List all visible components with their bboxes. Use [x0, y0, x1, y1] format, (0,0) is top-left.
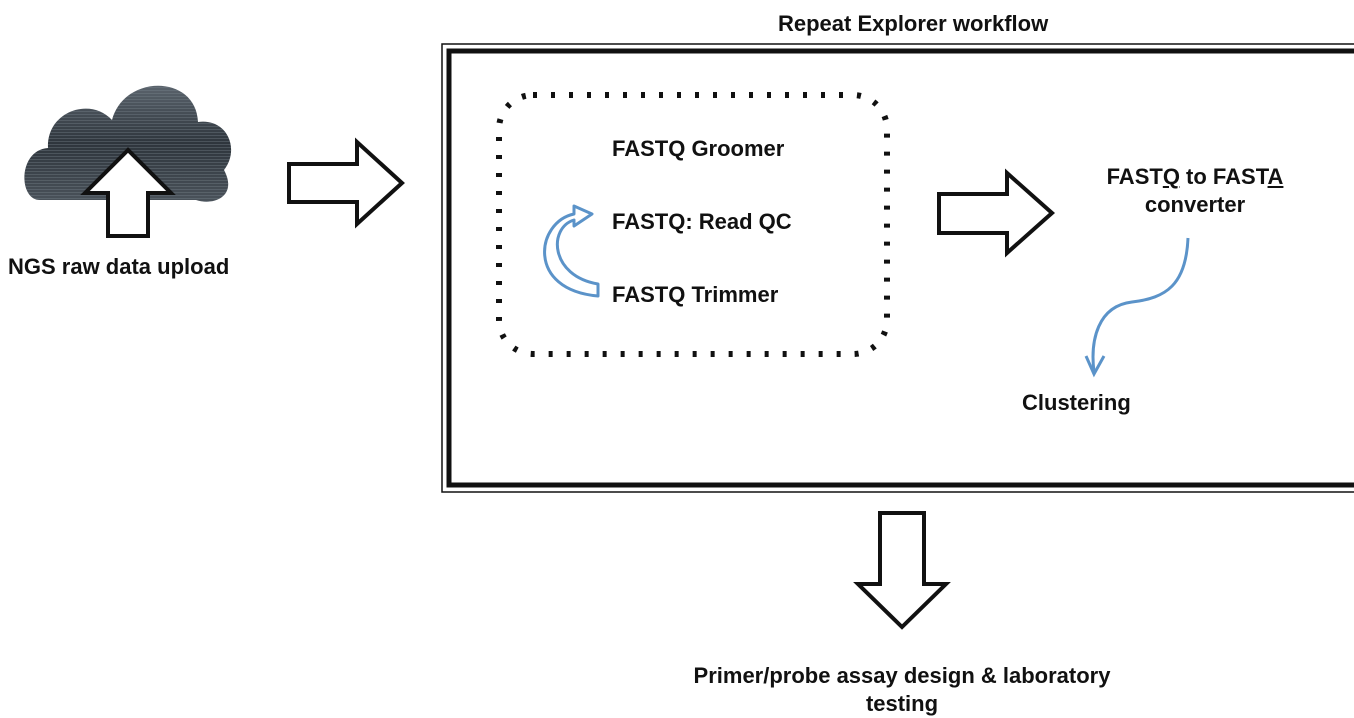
final-step-line1: Primer/probe assay design & laboratory [693, 663, 1111, 688]
curve-arrow-icon [1084, 237, 1190, 378]
converter-underline-q: Q [1162, 164, 1180, 189]
arrow-right-icon [287, 137, 405, 229]
qc-step-trimmer: FASTQ Trimmer [612, 282, 779, 307]
final-step-line2: testing [865, 691, 939, 716]
converter-line2: converter [1144, 192, 1246, 217]
converter-underline-a: A [1267, 164, 1284, 189]
arrow-right-icon [937, 168, 1056, 258]
qc-step-groomer: FASTQ Groomer [612, 136, 785, 161]
workflow-title: Repeat Explorer workflow [778, 11, 1049, 36]
qc-step-read-qc: FASTQ: Read QC [612, 209, 792, 234]
curved-arrow-icon [543, 204, 600, 298]
workflow-box-outer [441, 43, 1354, 493]
final-step-label: Primer/probe assay design & laboratory t… [600, 662, 1204, 718]
cloud-upload-icon [24, 85, 232, 238]
upload-label: NGS raw data upload [8, 254, 230, 279]
converter-part: to FAST [1179, 164, 1268, 189]
qc-group-border [496, 92, 890, 357]
converter-part: FAST [1106, 164, 1163, 189]
converter-label: FASTQ to FASTA converter [1080, 163, 1310, 219]
workflow-box-inner [446, 48, 1354, 488]
arrow-down-icon [853, 511, 951, 630]
clustering-label: Clustering [1022, 390, 1131, 415]
